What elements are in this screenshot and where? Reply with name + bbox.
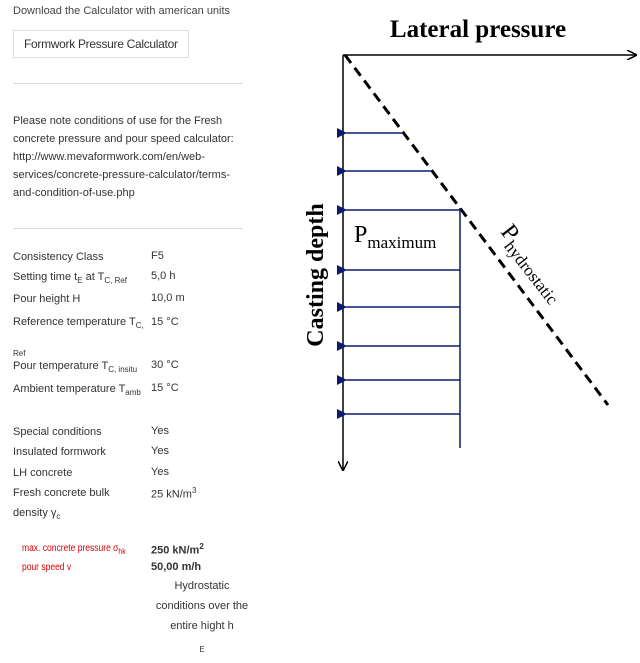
pmax-label: Pmaximum (354, 222, 436, 252)
conditions-note: Please note conditions of use for the Fr… (13, 115, 234, 199)
hydrostatic-line (343, 54, 610, 406)
y-axis-label: Casting depth (303, 203, 329, 346)
formwork-pressure-calculator-button[interactable]: Formwork Pressure Calculator (13, 30, 189, 58)
hydrostatic-note: Hydrostatic conditions over the entire h… (155, 580, 249, 655)
divider (13, 83, 243, 84)
divider (13, 228, 243, 229)
x-axis-label: Lateral pressure (390, 16, 566, 43)
download-link[interactable]: Download the Calculator with american un… (13, 5, 231, 17)
